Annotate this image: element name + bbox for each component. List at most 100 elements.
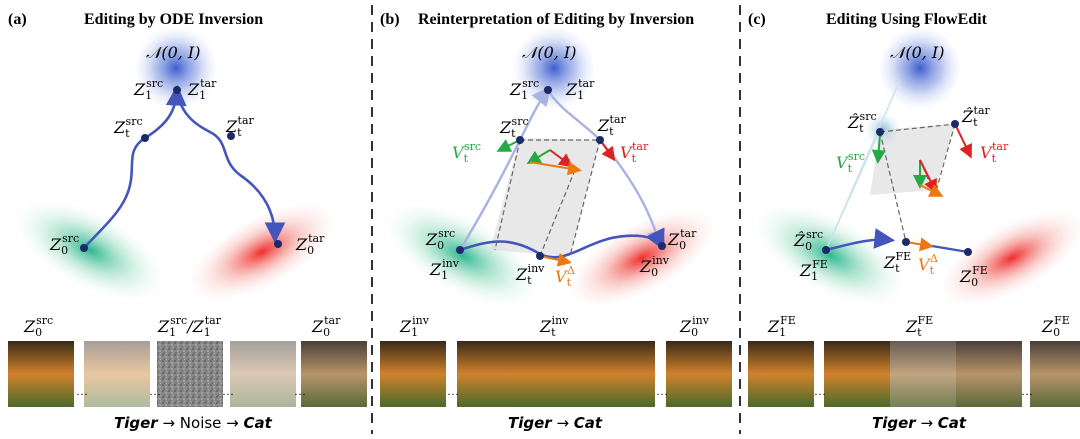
source-distribution-b: [387, 205, 537, 305]
svg-text:Zttar: Zttar: [225, 114, 255, 139]
target-distribution: [189, 203, 335, 301]
svg-text:Vttar: Vttar: [620, 140, 649, 165]
thumb-cat-noisy: [230, 341, 296, 407]
panel-c-node-labels: Ẑtsrc Ẑttar Vtsrc Vttar Ẑ0src Z1FE ZtFE …: [793, 104, 1009, 289]
svg-text:Z0FE: Z0FE: [959, 264, 988, 289]
svg-text:Z1tar: Z1tar: [187, 77, 217, 102]
vector-v-tar-c: [954, 123, 972, 159]
source-distribution: [17, 200, 163, 300]
node-z0-src: [80, 244, 88, 252]
target-distribution-b: [569, 209, 715, 307]
node-zt-src: [141, 134, 149, 142]
node-z0-tar: [274, 240, 282, 248]
node-z1: [173, 86, 181, 94]
thumb-noise: [157, 341, 223, 407]
panel-b-caption: Tiger → Cat: [508, 414, 603, 432]
thumb-b-3: [523, 341, 589, 407]
inversion-trajectory: [459, 227, 665, 259]
svg-text:Ztsrc: Ztsrc: [113, 115, 143, 140]
vector-v-tar-mid-b: [549, 149, 574, 168]
thumb-c-2: [824, 341, 890, 407]
faded-trajectory-src: [458, 86, 551, 251]
node-c-z0-fe: [964, 248, 972, 256]
node-b-z0-src: [456, 246, 464, 254]
panel-c-title: Editing Using FlowEdit: [826, 11, 988, 28]
svg-text:Z1inv: Z1inv: [429, 257, 460, 282]
source-distribution-c: [757, 205, 903, 305]
vector-delta-mid-c: [919, 184, 944, 197]
target-distribution-c: [941, 211, 1080, 305]
node-b-zt-src: [516, 136, 524, 144]
panel-b: (b) Reinterpretation of Editing by Inver…: [380, 11, 732, 432]
node-b-zt-inv: [536, 252, 544, 260]
svg-text:ZtFE: ZtFE: [883, 250, 911, 275]
svg-text:Ztinv: Ztinv: [539, 314, 569, 339]
thumb-b-2: [457, 341, 523, 407]
node-b-z0-tar: [658, 242, 666, 250]
noise-label: 𝒩(0, I): [146, 43, 200, 62]
panel-a: (a) Editing by ODE Inversion 𝒩(0, I) Z1s…: [8, 11, 367, 432]
svg-text:···: ···: [447, 387, 459, 401]
trajectory-source: [83, 84, 187, 249]
panel-b-thumb-labels: Z1inv Ztinv Z0inv: [399, 314, 710, 339]
thumb-b-4: [589, 341, 655, 407]
svg-text:VtΔ: VtΔ: [918, 252, 938, 277]
trajectory-target: [175, 89, 286, 244]
parallelogram-c: [870, 124, 955, 195]
thumb-c-1: [748, 341, 814, 407]
node-zt-tar: [227, 132, 235, 140]
svg-text:Ztsrc: Ztsrc: [499, 115, 529, 140]
svg-text:VtΔ: VtΔ: [555, 264, 575, 289]
noise-distribution: [136, 28, 216, 108]
panel-a-caption: Tiger → Noise → Cat: [114, 414, 273, 432]
svg-text:···: ···: [294, 387, 306, 401]
svg-text:Vttar: Vttar: [980, 140, 1009, 165]
svg-text:Ztinv: Ztinv: [515, 262, 545, 287]
panel-a-thumb-labels: Z0src Z1src/Z1tar Z0tar: [23, 314, 341, 339]
svg-text:···: ···: [76, 387, 88, 401]
vector-v-src-mid-b: [526, 149, 551, 165]
flowedit-trajectory: [825, 228, 896, 252]
vector-delta-c: [905, 237, 934, 252]
svg-text:Z0tar: Z0tar: [295, 232, 325, 257]
svg-text:Zttar: Zttar: [597, 113, 627, 138]
panel-a-title: Editing by ODE Inversion: [84, 11, 263, 28]
panel-c-letter: (c): [748, 11, 766, 28]
thumb-b-1: [380, 341, 446, 407]
svg-text:Z0tar: Z0tar: [311, 314, 341, 339]
svg-text:Z1inv: Z1inv: [399, 314, 430, 339]
svg-text:Z1FE: Z1FE: [767, 314, 796, 339]
thumb-tiger-noisy: [84, 341, 150, 407]
svg-text:Z0inv: Z0inv: [679, 314, 710, 339]
panel-c-caption: Tiger → Cat: [872, 414, 967, 432]
noise-label-c: 𝒩(0, I): [890, 43, 944, 62]
dashed-construction-b: [494, 139, 601, 257]
node-b-z1: [544, 86, 552, 94]
thumb-c-5: [1030, 341, 1080, 407]
node-c-zt-src: [876, 128, 884, 136]
flowedit-step-c: [931, 244, 969, 254]
svg-text:···: ···: [656, 387, 668, 401]
panel-b-node-labels: Z1src Z1tar Ztsrc Zttar Vtsrc Vttar Z0sr…: [425, 77, 697, 289]
svg-text:Z0FE: Z0FE: [1041, 314, 1070, 339]
svg-text:Ẑttar: Ẑttar: [961, 104, 991, 129]
svg-text:···: ···: [814, 387, 826, 401]
svg-text:Z0src: Z0src: [23, 314, 53, 339]
thumb-c-3: [890, 341, 956, 407]
panel-a-letter: (a): [8, 11, 27, 28]
panel-b-letter: (b): [380, 11, 400, 28]
svg-text:Z1src/Z1tar: Z1src/Z1tar: [157, 314, 222, 339]
svg-text:···: ···: [222, 387, 234, 401]
thumb-c-4: [956, 341, 1022, 407]
svg-text:Vtsrc: Vtsrc: [836, 150, 865, 175]
vector-delta-b: [539, 253, 572, 267]
panel-c-thumb-labels: Z1FE ZtFE Z0FE: [767, 314, 1070, 339]
node-c-zt-fe: [902, 238, 910, 246]
panel-c: (c) Editing Using FlowEdit 𝒩(0, I) Ẑ: [748, 11, 1080, 432]
thumb-b-5: [666, 341, 732, 407]
thumb-cat: [301, 341, 367, 407]
node-b-zt-tar: [596, 136, 604, 144]
svg-text:···: ···: [1021, 387, 1033, 401]
svg-text:Ẑtsrc: Ẑtsrc: [847, 110, 877, 135]
noise-distribution-c: [880, 28, 960, 108]
